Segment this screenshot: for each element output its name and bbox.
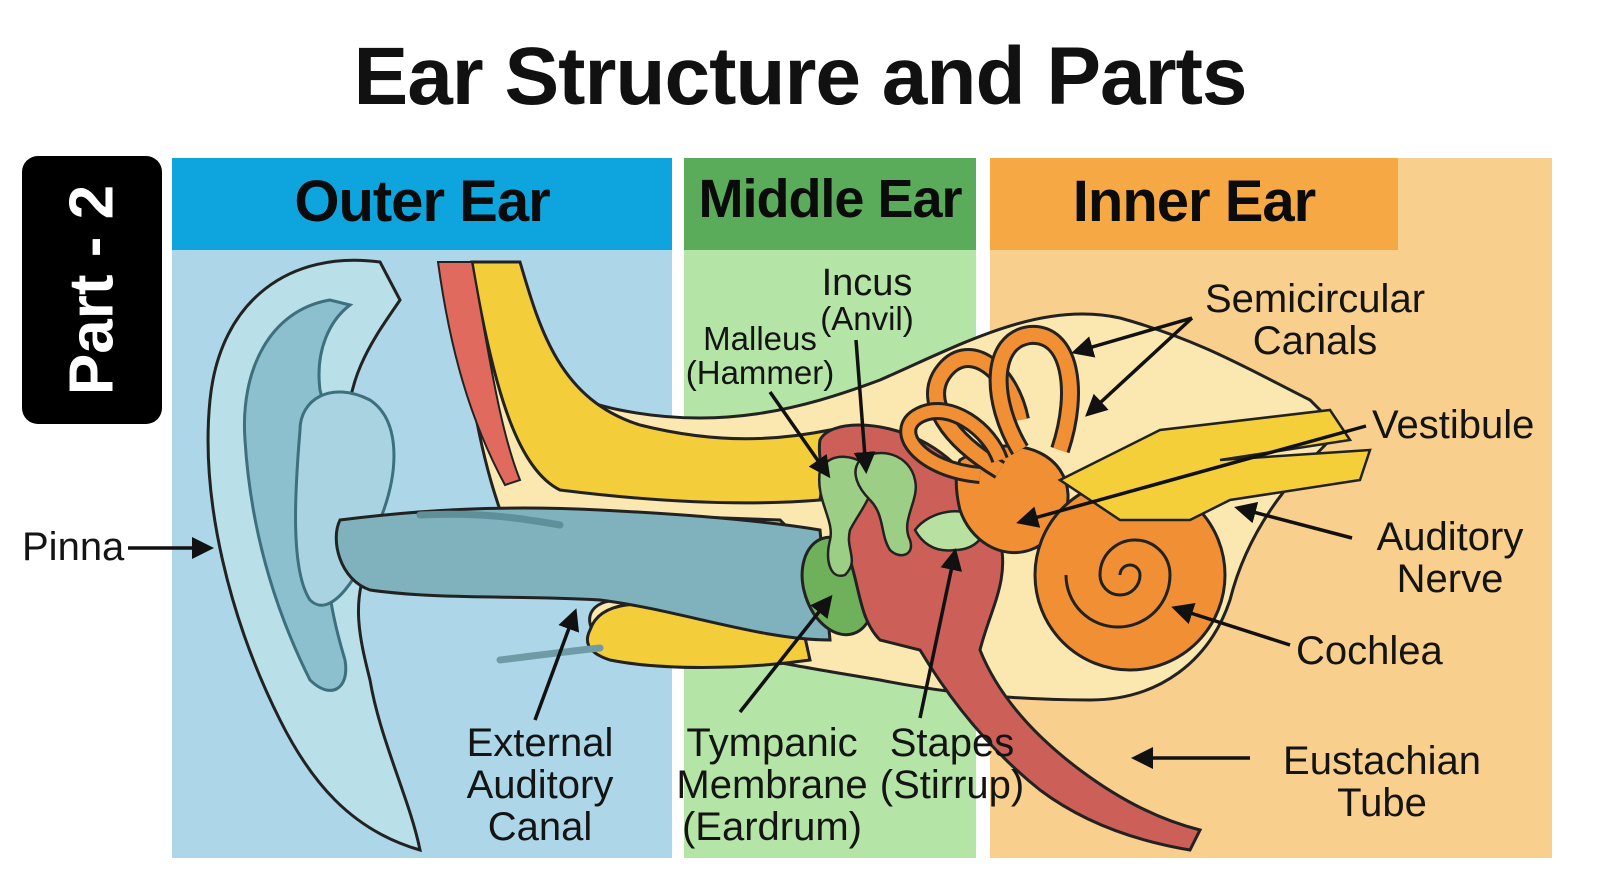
- inner-ear-header: Inner Ear: [1072, 169, 1316, 234]
- nerve-label: Auditory Nerve: [1360, 516, 1540, 600]
- nerve-shape: [1057, 408, 1372, 522]
- semicircular-label-line-2: Canals: [1252, 319, 1378, 363]
- incus-label-line-1: Incus: [821, 262, 913, 304]
- tympanic-arrow: [738, 594, 833, 714]
- malleus-label-line-1: Malleus: [703, 320, 817, 357]
- incus-label-line-2: (Anvil): [820, 300, 914, 337]
- cochlea-label: Cochlea: [1296, 629, 1443, 673]
- nerve-label-line-1: Auditory: [1376, 515, 1524, 559]
- malleus-arrow: [768, 390, 831, 479]
- incus-shape: [854, 451, 918, 557]
- eustachian-label-line-2: Tube: [1337, 781, 1427, 825]
- eustachian-label: Eustachian Tube: [1262, 740, 1502, 824]
- pinna-label: Pinna: [22, 525, 125, 569]
- stapes-arrow: [918, 548, 963, 719]
- vestibule-label: Vestibule: [1372, 403, 1535, 447]
- upper-bone: [470, 260, 832, 505]
- canal-arrow: [533, 608, 580, 721]
- stapes-label-line-1: Stapes: [889, 721, 1015, 765]
- tympanic-label-line-3: (Eardrum): [681, 805, 863, 849]
- incus-arrow: [853, 339, 876, 474]
- malleus-label: Malleus (Hammer): [680, 322, 840, 390]
- tympanic-label-line-2: Membrane: [676, 763, 868, 807]
- canal-highlight: [416, 510, 564, 529]
- muscle-strip: [436, 261, 522, 487]
- canal-loop-2-fill: [991, 327, 1077, 454]
- semicircular-arrow-2: [1085, 316, 1194, 417]
- nerve-arrow: [1234, 501, 1353, 540]
- tympanic-label: Tympanic Membrane (Eardrum): [672, 722, 872, 848]
- vestibule-arrow: [1016, 424, 1367, 528]
- ear-canal: [334, 506, 832, 642]
- canal-label: External Auditory Canal: [440, 722, 640, 848]
- nerve-label-line-2: Nerve: [1396, 557, 1504, 601]
- canal-loop-3-fill: [902, 405, 1006, 481]
- part-badge: [22, 156, 162, 424]
- semicircular-label-line-1: Semicircular: [1204, 277, 1426, 321]
- diagram-title: Ear Structure and Parts: [353, 31, 1248, 122]
- stapes-label-line-2: (Stirrup): [879, 763, 1025, 807]
- stapes-label: Stapes (Stirrup): [872, 722, 1032, 806]
- canal-highlight-2: [496, 644, 604, 664]
- eustachian-label-line-1: Eustachian: [1283, 739, 1481, 783]
- semicircular-label: Semicircular Canals: [1190, 278, 1440, 362]
- cochlea-spiral: [1064, 538, 1172, 629]
- semicircular-arrow-1: [1071, 316, 1193, 358]
- middle-ear-band: [684, 158, 976, 250]
- incus-label: Incus (Anvil): [812, 264, 922, 336]
- middle-ear-header: Middle Ear: [698, 169, 962, 229]
- cochlea-arrow: [1171, 603, 1291, 647]
- malleus-label-line-2: (Hammer): [685, 354, 835, 391]
- canal-label-line-1: External: [466, 721, 614, 765]
- outer-ear-header: Outer Ear: [294, 169, 550, 234]
- outer-ear-band: [172, 158, 672, 250]
- canal-label-line-3: Canal: [487, 805, 593, 849]
- tympanic-label-line-1: Tympanic: [686, 721, 858, 765]
- canal-label-line-2: Auditory: [466, 763, 614, 807]
- inner-ear-band: [990, 158, 1398, 250]
